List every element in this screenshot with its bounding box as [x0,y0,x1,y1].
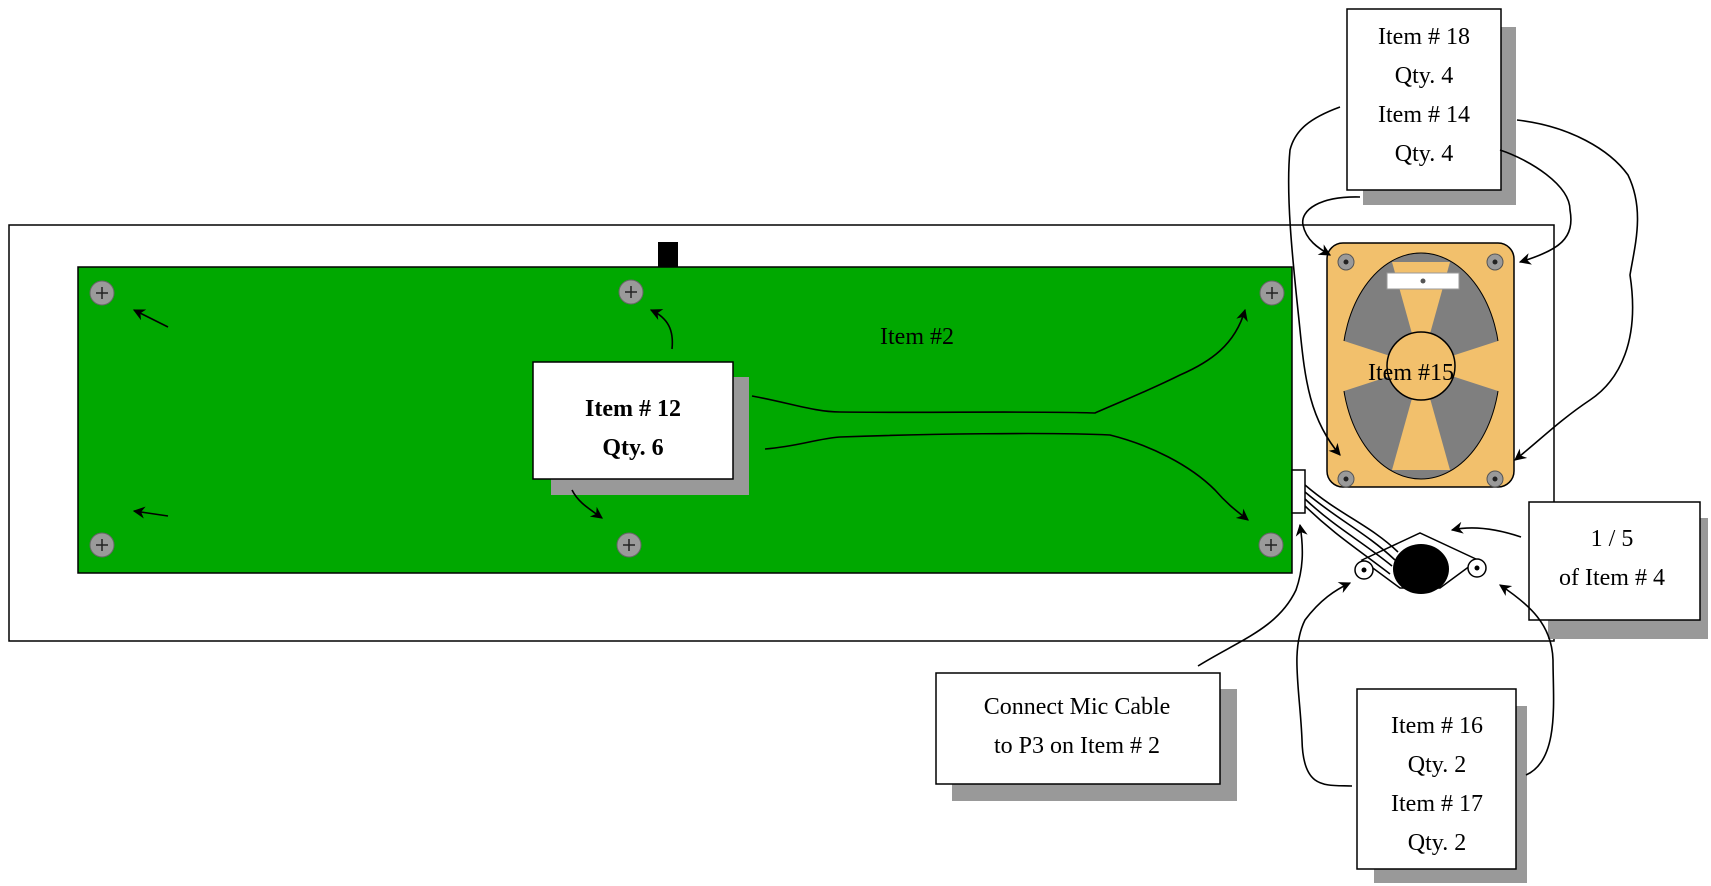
callout-speaker-hardware-line2: Qty. 4 [1395,63,1453,89]
board-connector-top [658,242,678,267]
microphone [1354,532,1487,594]
callout-mic-fraction-line2: of Item # 4 [1559,565,1665,591]
callout-mic-hardware-line1: Item # 16 [1391,713,1483,739]
board-screw-icon [618,279,644,305]
callout-speaker-hardware-line4: Qty. 4 [1395,141,1453,167]
callout-mic-hardware-line2: Qty. 2 [1408,752,1466,778]
callout-speaker-hardware [1346,8,1502,191]
callout-speaker-hardware-line1: Item # 18 [1378,24,1470,50]
board-screw-icon [1258,532,1284,558]
board-screw-icon [89,532,115,558]
callout-mic-cable-line1: Connect Mic Cable [984,694,1171,720]
callout-standoffs-line1: Item # 12 [585,396,681,422]
callout-mic-cable [935,672,1221,785]
callout-standoffs [532,361,734,480]
board-screw-icon [1259,280,1285,306]
board-label: Item #2 [880,324,954,350]
callout-mic-fraction-line1: 1 / 5 [1591,526,1634,552]
callout-mic-cable-line2: to P3 on Item # 2 [994,733,1160,759]
speaker-label: Item #15 [1368,360,1454,386]
callout-speaker-hardware-line3: Item # 14 [1378,102,1470,128]
callout-mic-hardware [1356,688,1517,870]
callout-standoffs-line2: Qty. 6 [602,435,663,461]
board-screw-icon [616,532,642,558]
speaker [1326,242,1515,488]
board-connector-p3 [1291,469,1306,514]
callout-mic-fraction [1528,501,1701,621]
callout-mic-hardware-line4: Qty. 2 [1408,830,1466,856]
callout-mic-hardware-line3: Item # 17 [1391,791,1483,817]
board-screw-icon [89,280,115,306]
